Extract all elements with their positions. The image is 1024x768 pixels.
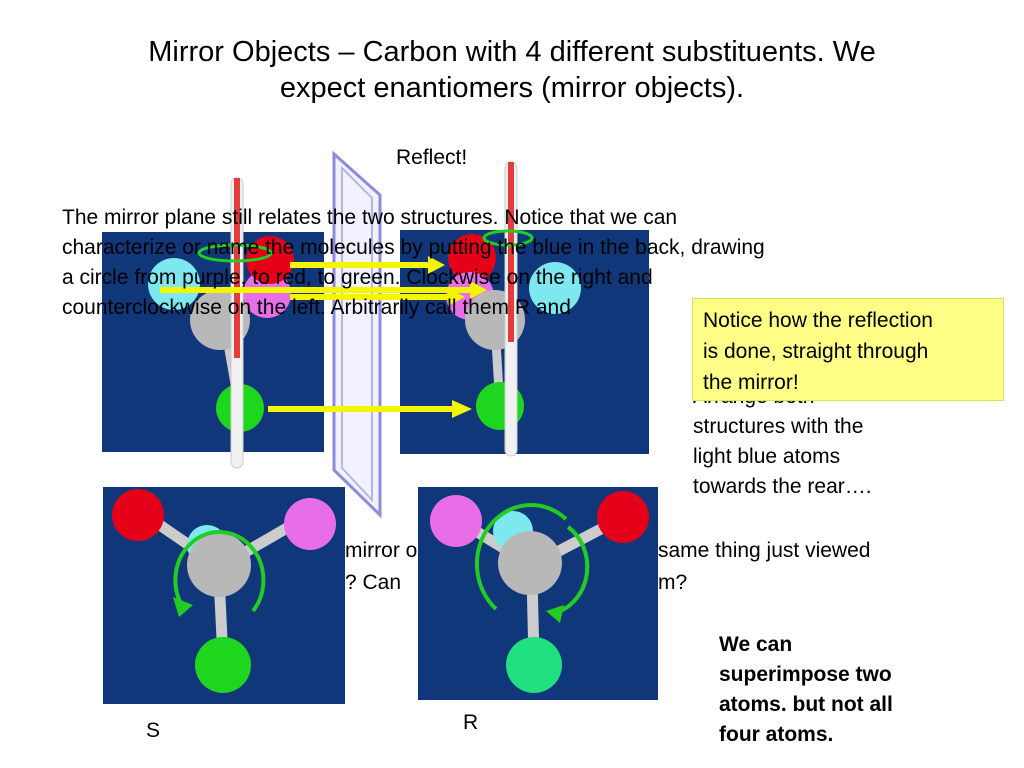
question-fragment: mirror o [345,539,418,562]
molecule-panel-bottom-left [103,487,345,704]
cyan-atom [529,262,581,314]
title-line-1: Mirror Objects – Carbon with 4 different… [148,36,876,68]
carbon-atom [187,533,251,597]
conclusion-line: atoms. but not all [719,693,893,716]
paragraph-line: a circle from purple, to red, to green. … [62,266,653,289]
callout-line: is done, straight through [703,340,929,363]
callout-note: Notice how the reflection is done, strai… [692,298,1004,401]
red-atom [112,489,164,541]
rotation-arc-top-right [482,229,534,247]
conclusion-line: We can [719,633,793,656]
arrange-line: towards the rear…. [693,475,872,498]
teal-atom [506,637,562,693]
reflect-label: Reflect! [396,146,468,169]
rotation-arc-r [474,503,568,611]
question-fragment: ? Can [345,571,402,594]
green-atom [195,637,251,693]
carbon-atom [498,531,562,595]
title-line-2: expect enantiomers (mirror objects). [279,72,745,104]
paragraph-line: The mirror plane still relates the two s… [62,206,678,229]
red-atom [448,234,496,282]
arrange-line: light blue atoms [693,445,841,468]
reflection-arrows [160,256,487,418]
purple-atom [430,495,482,547]
label-s: S [146,719,161,742]
question-fragment: same thing just viewed [658,539,871,562]
callout-line: the mirror! [703,371,799,394]
molecule-panel-top-right [400,230,649,454]
question-fragment: m? [658,571,688,594]
label-r: R [463,711,479,734]
rotation-arc-s [173,530,266,613]
mirror-plane [332,150,382,519]
explanation-paragraph: The mirror plane still relates the two s… [62,203,962,323]
conclusion-text: We can superimpose two atoms. but not al… [719,630,959,750]
conclusion-line: four atoms. [719,723,834,746]
paragraph-line: characterize or name the molecules by pu… [62,236,765,259]
slide-title: Mirror Objects – Carbon with 4 different… [40,34,984,106]
rotation-arc-top-left [197,243,273,263]
molecule-panel-bottom-right [418,487,658,700]
callout-line: Notice how the reflection [703,309,933,332]
red-atom [597,491,649,543]
paragraph-line: counterclockwise on the left. Arbitraril… [62,296,571,319]
red-rod-left [230,177,244,469]
red-rod-right [504,161,518,457]
conclusion-line: superimpose two [719,663,892,686]
purple-atom [284,498,336,550]
cyan-atom [148,258,200,310]
arrange-line: structures with the [693,415,864,438]
